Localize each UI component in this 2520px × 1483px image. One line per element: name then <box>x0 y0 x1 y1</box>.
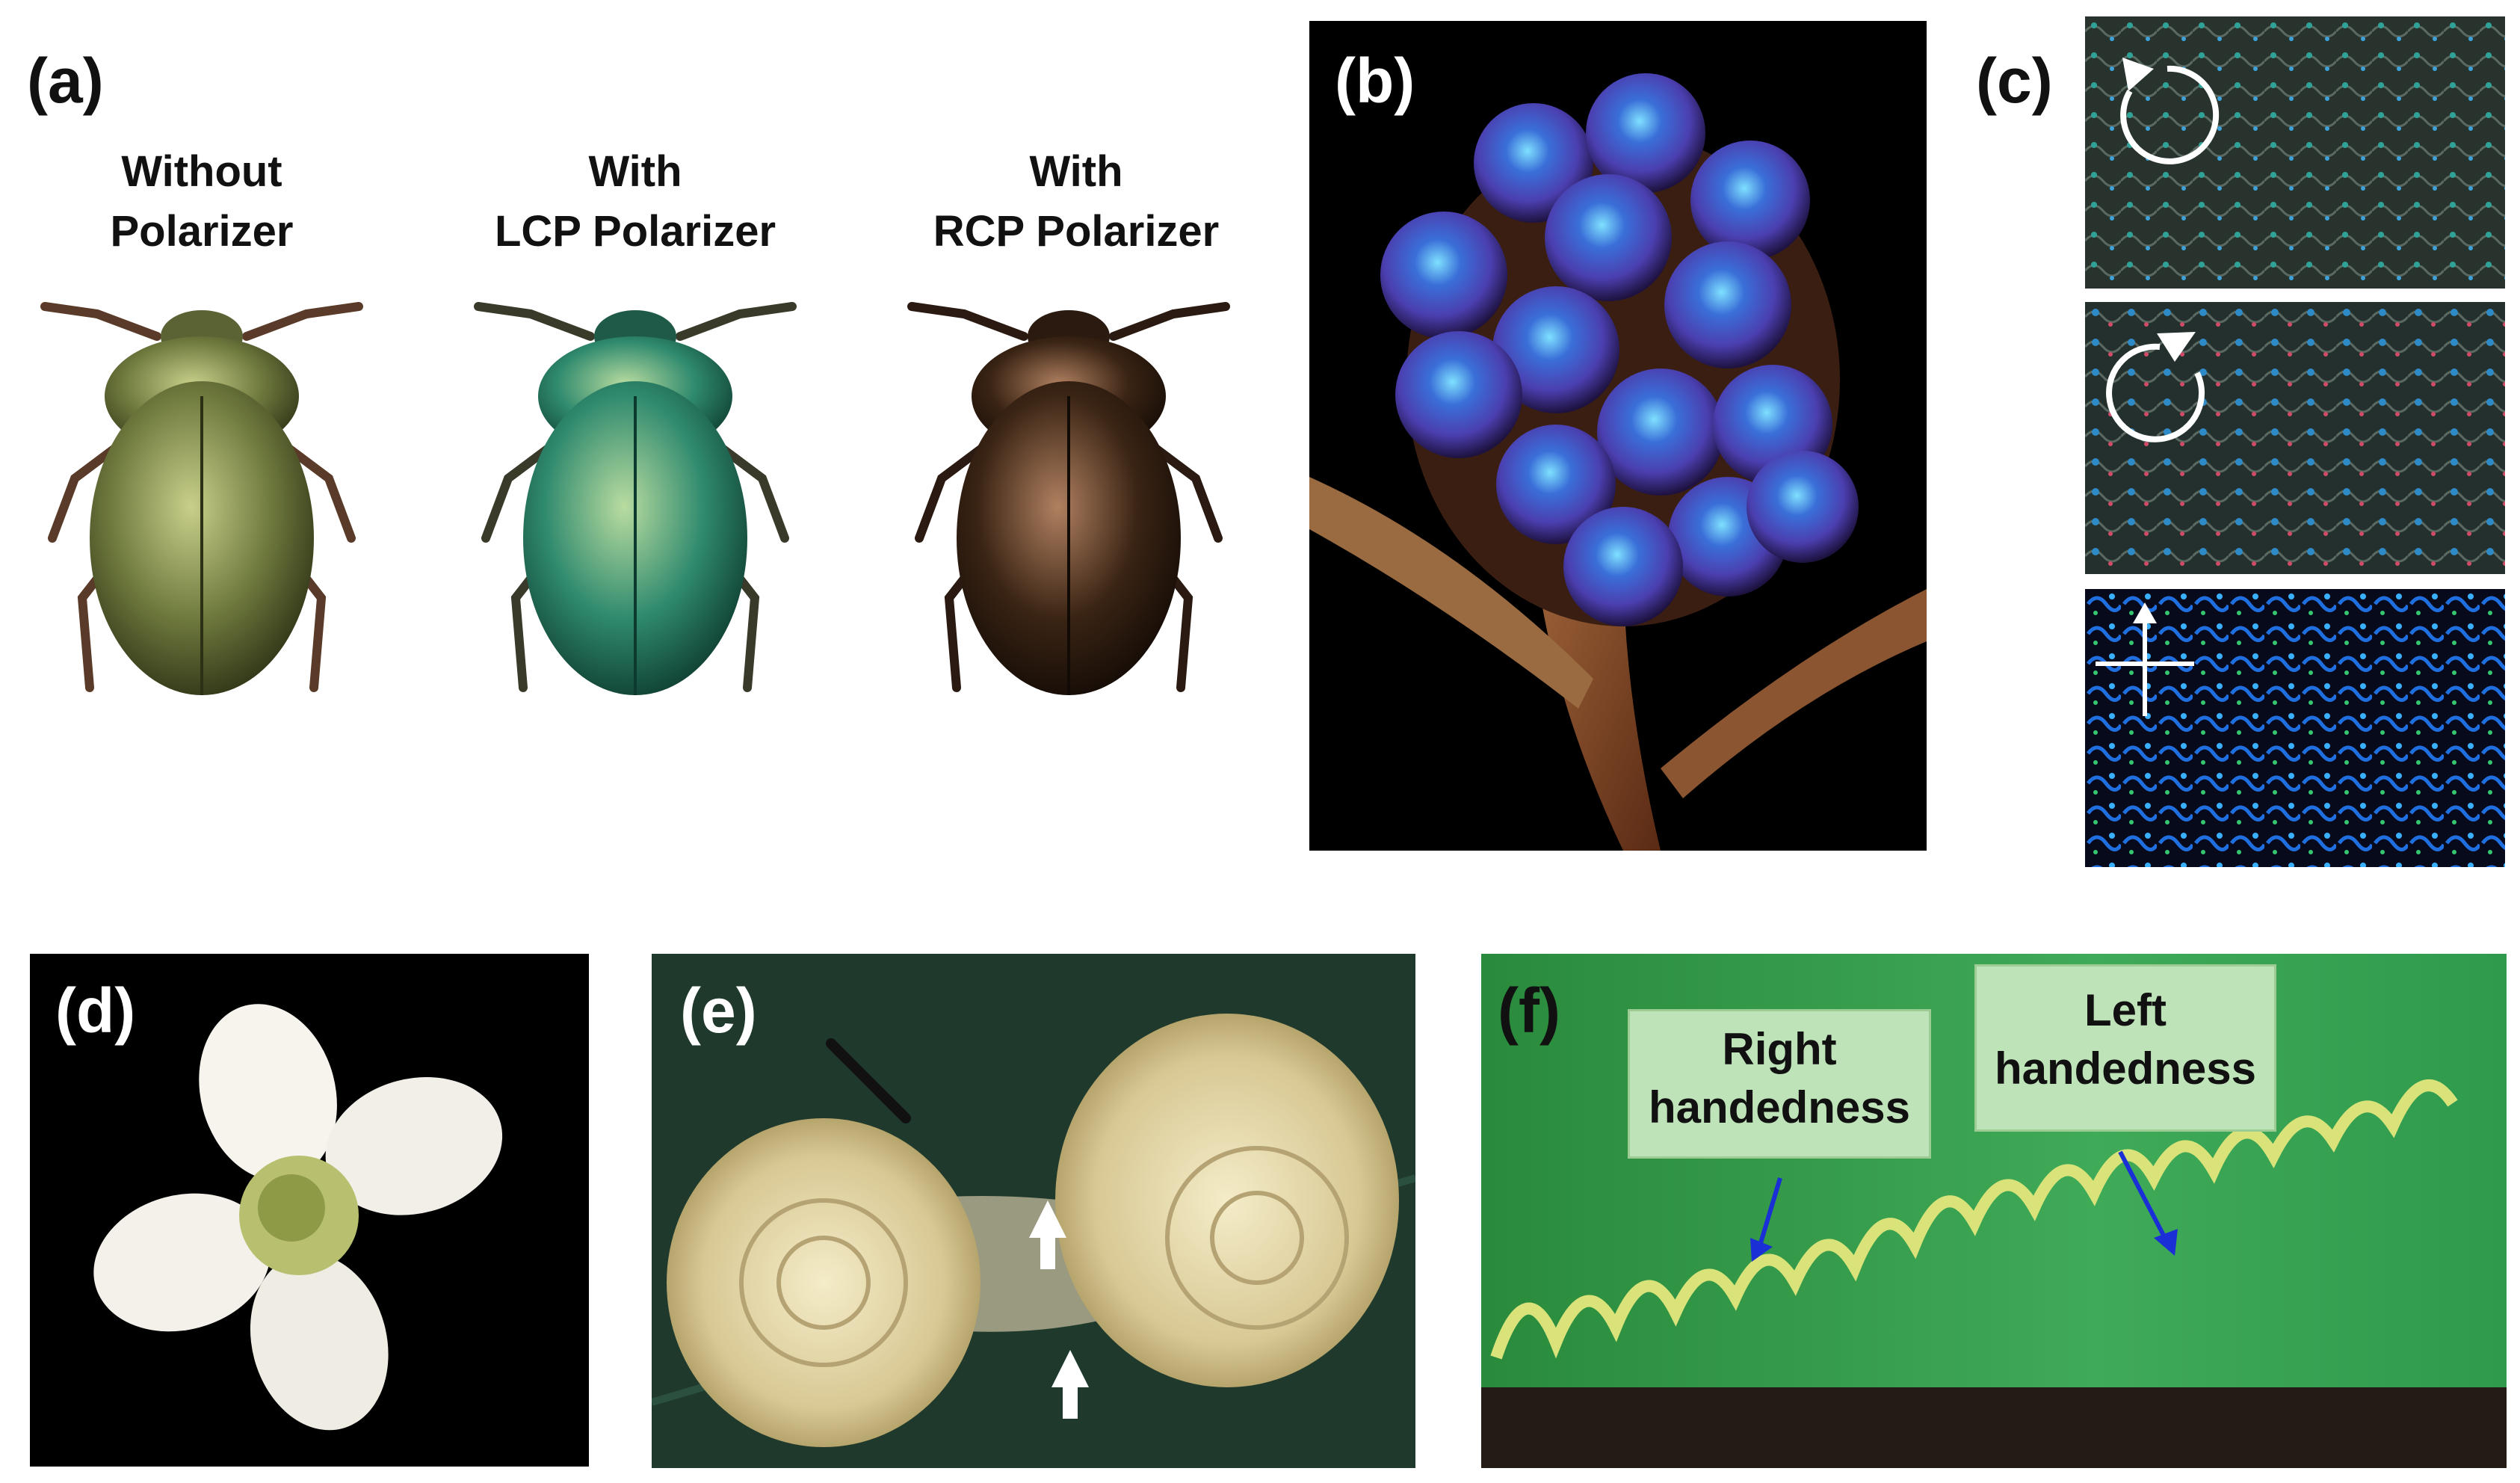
label-line: Right <box>1722 1024 1837 1074</box>
caption-line: Without <box>121 147 282 196</box>
panel-d-flower-photo <box>30 954 589 1467</box>
beetle-lcp <box>474 302 797 695</box>
caption-without-polarizer: Without Polarizer <box>52 142 351 262</box>
arrow-up-icon <box>2133 602 2157 623</box>
caption-lcp-polarizer: With LCP Polarizer <box>448 142 822 262</box>
panel-c-micrograph-linear <box>2085 589 2505 867</box>
left-handedness-arrow <box>2118 1150 2171 1247</box>
beetle-unpolarized <box>40 302 363 695</box>
arrow-up-icon <box>1051 1350 1089 1387</box>
label-line: handedness <box>1648 1082 1911 1132</box>
caption-line: LCP Polarizer <box>494 207 776 256</box>
arrow-up-icon <box>1029 1200 1066 1238</box>
panel-c-micrograph-lcp <box>2085 16 2505 289</box>
panel-e-snails-photo <box>652 954 1415 1468</box>
caption-line: RCP Polarizer <box>933 207 1220 256</box>
panel-b-label: (b) <box>1335 46 1415 116</box>
panel-c-micrograph-rcp <box>2085 302 2505 574</box>
right-handedness-label: Right handedness <box>1628 1009 1931 1159</box>
arrow-down-icon <box>2154 1229 2178 1256</box>
rotate-left-arrow-icon <box>2122 58 2154 91</box>
panel-a-label: (a) <box>27 46 104 116</box>
panel-c-label: (c) <box>1976 46 2053 116</box>
panel-d-label: (d) <box>55 975 136 1046</box>
label-line: handedness <box>1994 1043 2257 1094</box>
panel-f-label: (f) <box>1498 975 1560 1046</box>
left-handedness-label: Left handedness <box>1974 964 2276 1132</box>
beetle-rcp <box>907 302 1230 695</box>
rotate-right-arrow-icon <box>2157 332 2196 362</box>
caption-rcp-polarizer: With RCP Polarizer <box>889 142 1263 262</box>
caption-line: Polarizer <box>110 207 294 256</box>
arrow-down-icon <box>1750 1238 1773 1262</box>
panel-b-berries-photo <box>1309 21 1927 851</box>
panel-e-label: (e) <box>680 975 757 1046</box>
right-handedness-arrow <box>1755 1177 1782 1254</box>
label-line: Left <box>2084 985 2167 1035</box>
caption-line: With <box>1029 147 1123 196</box>
caption-line: With <box>588 147 682 196</box>
